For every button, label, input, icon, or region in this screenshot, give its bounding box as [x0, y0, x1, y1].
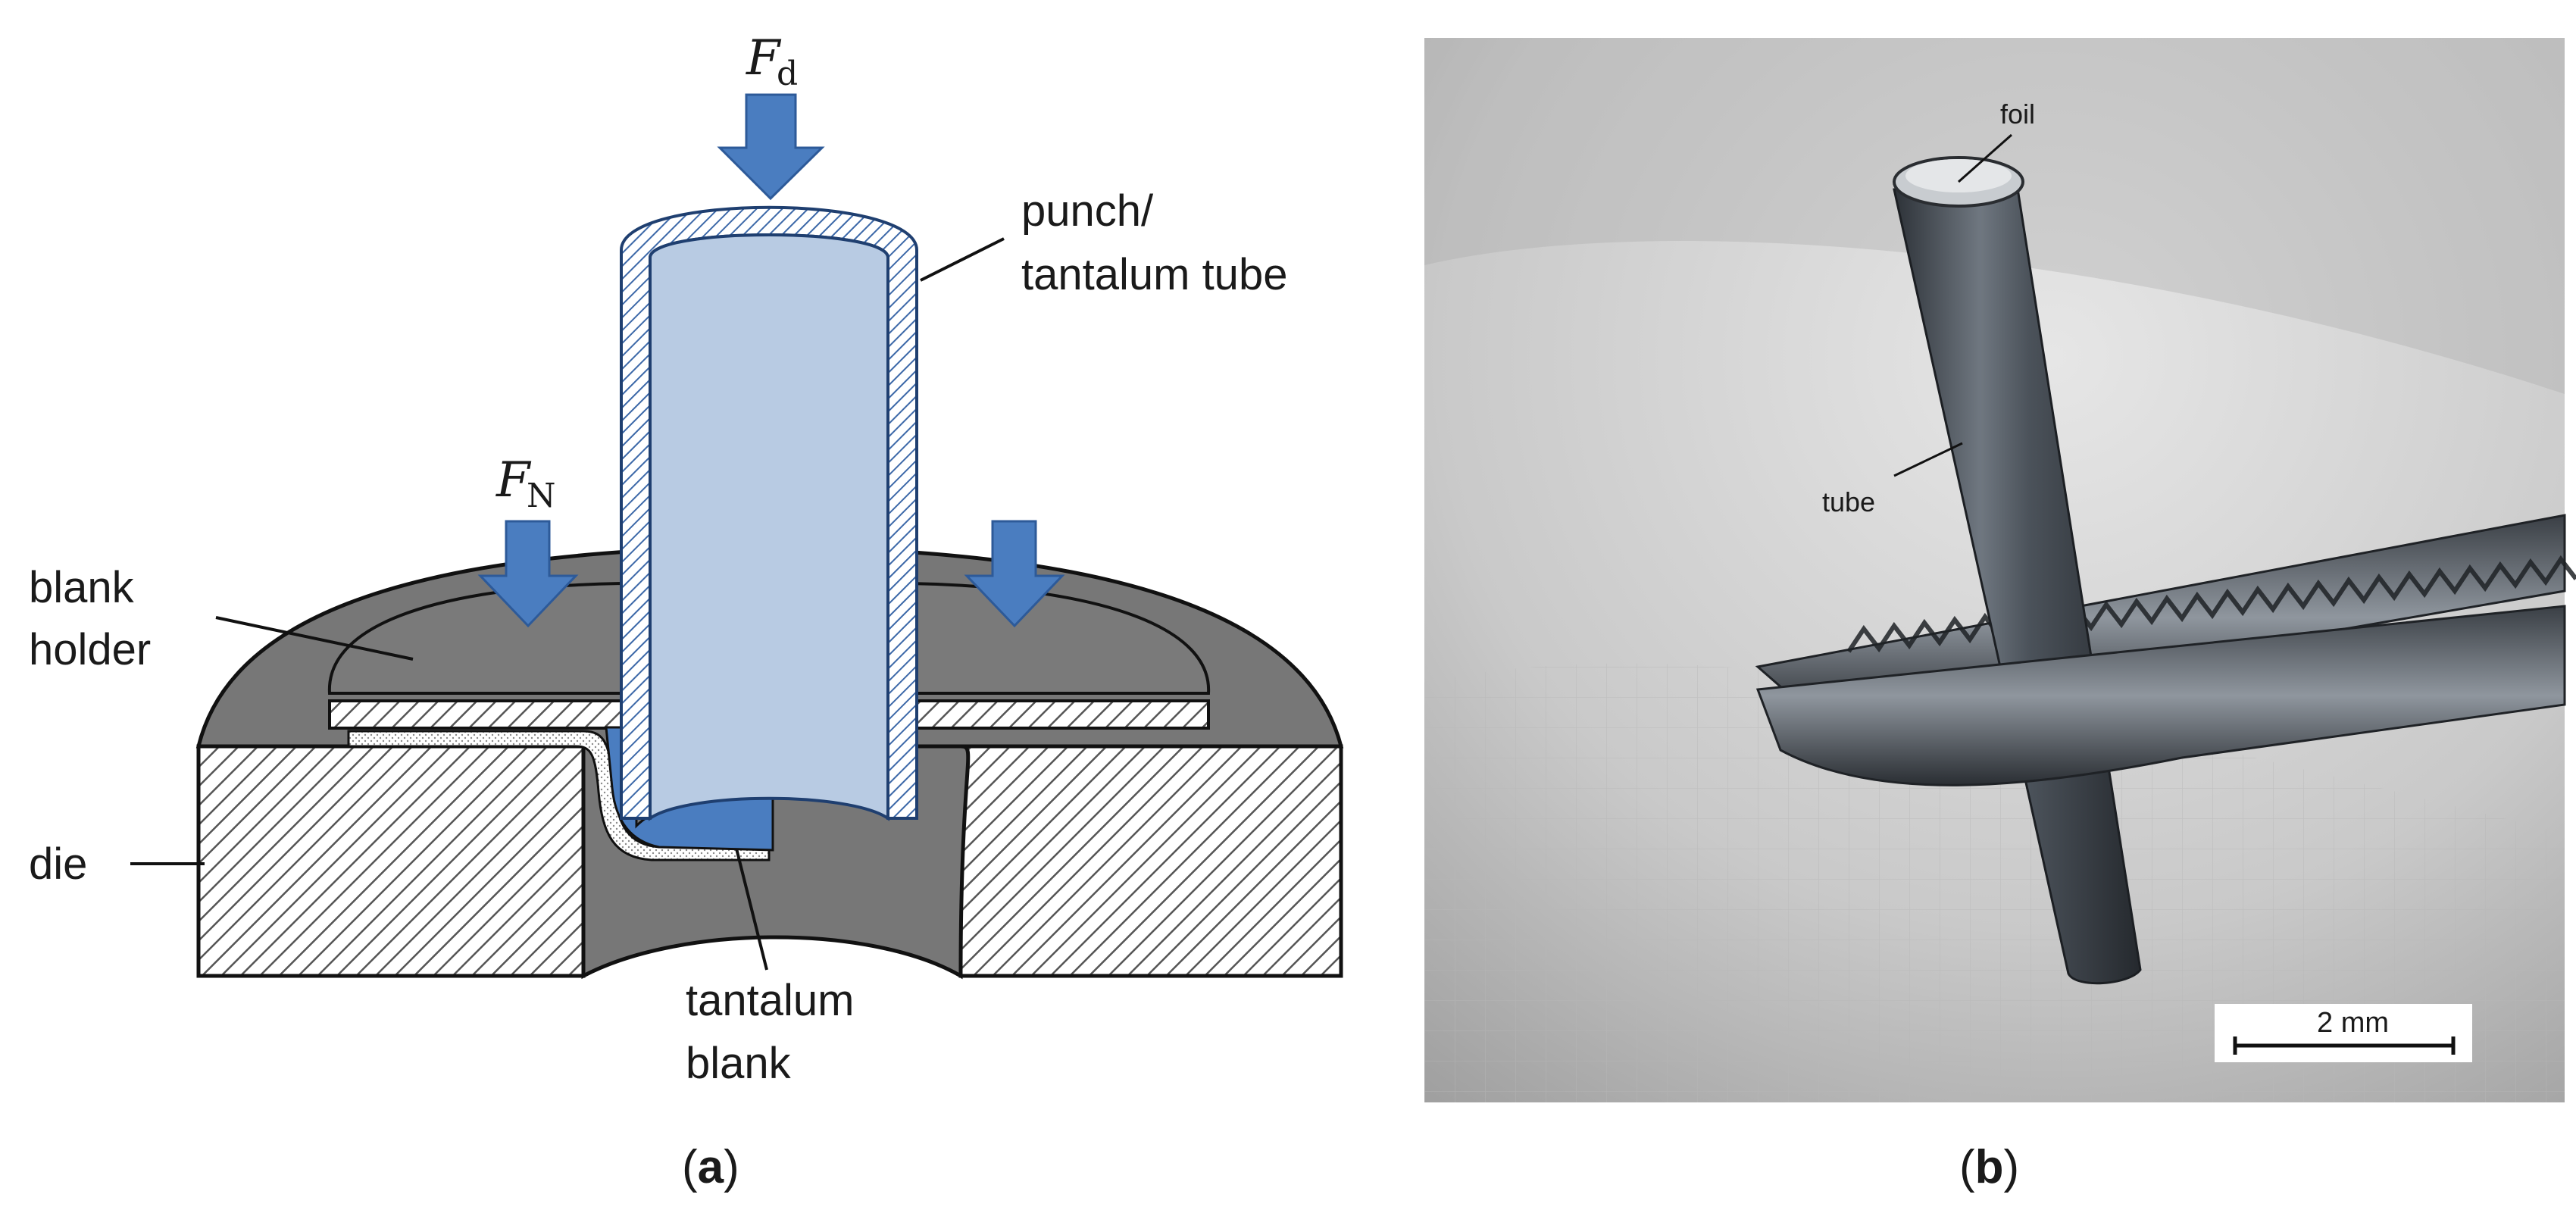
blank-holder-plate-left — [328, 699, 630, 730]
scale-bar-box — [2215, 1004, 2472, 1062]
caption-a: (a) — [682, 1141, 739, 1193]
label-punch-line1: punch/ — [1021, 186, 1154, 236]
photo-grid-paper — [1424, 663, 2565, 1102]
deep-drawing-schematic: F d F N punch/ tantalum tube blank holde… — [29, 30, 1344, 1088]
pliers-lower-jaw — [1755, 605, 2566, 786]
force-draw-symbol: F — [746, 30, 782, 86]
tube-photo: foil tube 2 mm — [1424, 38, 2576, 1102]
label-foil: foil — [2000, 98, 2035, 130]
force-arrow-holder-left — [477, 520, 579, 628]
panel-b-photo: foil tube 2 mm (b) — [1424, 0, 2576, 1210]
blank-holder-plate-right — [908, 699, 1210, 730]
tube-body — [1893, 173, 2142, 985]
label-tube: tube — [1822, 486, 1875, 517]
label-holder-line2: holder — [29, 625, 151, 674]
force-holder-symbol: F — [496, 452, 532, 508]
leader-foil — [1958, 133, 2012, 183]
blank-holder-inner — [327, 581, 623, 695]
scale-bar-label: 2 mm — [2317, 1007, 2389, 1039]
label-blank-line2: blank — [686, 1039, 792, 1088]
leader-blank — [735, 848, 768, 971]
leader-tube — [1893, 442, 1963, 477]
punch-body — [649, 233, 889, 821]
panel-a-schematic: F d F N punch/ tantalum tube blank holde… — [29, 30, 1344, 1193]
die-right — [958, 744, 1343, 978]
leader-punch — [920, 237, 1005, 282]
label-blank-line1: tantalum — [686, 976, 854, 1025]
label-die: die — [29, 839, 87, 889]
foil-cap-top — [1905, 159, 2012, 192]
force-arrow-holder-right — [964, 520, 1065, 628]
caption-b: (b) — [1959, 1141, 2020, 1193]
force-draw-subscript: d — [777, 55, 798, 93]
label-punch-line2: tantalum tube — [1021, 250, 1287, 299]
die-left — [196, 744, 586, 978]
leader-holder — [215, 616, 414, 661]
label-holder-line1: blank — [29, 563, 135, 612]
pliers-teeth — [1846, 555, 2576, 653]
force-arrow-draw — [717, 93, 825, 201]
force-holder-subscript: N — [527, 477, 556, 515]
